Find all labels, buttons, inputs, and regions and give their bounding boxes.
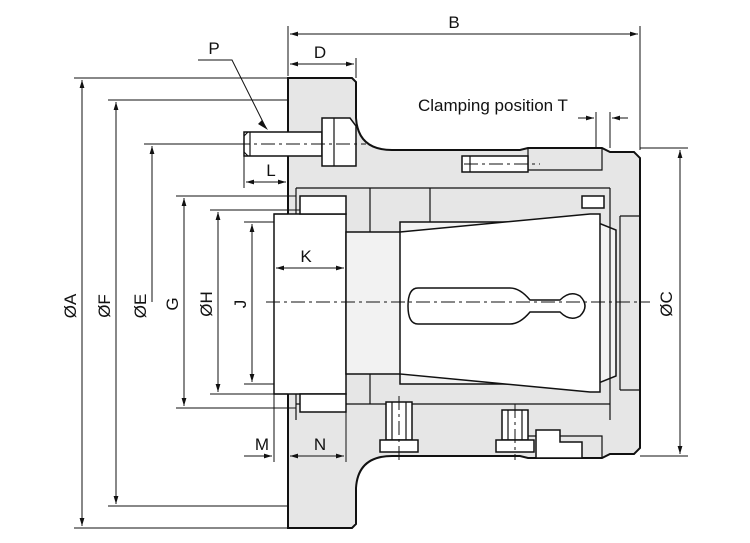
dimension-t: Clamping position T — [418, 96, 628, 148]
label-l: L — [266, 161, 275, 180]
label-n: N — [314, 435, 326, 454]
label-h: ØH — [197, 291, 216, 317]
label-p: P — [208, 39, 219, 58]
dimension-j: J — [231, 221, 274, 385]
dimension-h: ØH — [197, 209, 300, 395]
label-j: J — [231, 300, 250, 309]
dimension-b: B — [287, 13, 641, 150]
label-e: ØE — [131, 294, 150, 319]
dimension-g: G — [163, 195, 296, 409]
label-d: D — [314, 43, 326, 62]
chuck-body — [273, 77, 641, 529]
dimension-c: ØC — [640, 147, 688, 457]
dimension-f: ØF — [95, 99, 288, 507]
dimension-l: L — [243, 156, 289, 188]
dimension-n: N — [298, 412, 347, 462]
bottom-screws — [379, 401, 535, 453]
label-g: G — [163, 297, 182, 310]
label-t: Clamping position T — [418, 96, 568, 115]
label-k: K — [300, 247, 312, 266]
dimension-k: K — [276, 247, 344, 271]
dimension-e: ØE — [131, 143, 236, 319]
label-m: M — [255, 435, 269, 454]
label-c: ØC — [657, 291, 676, 317]
dimension-m: M — [244, 394, 318, 462]
label-f: ØF — [95, 294, 114, 318]
label-a: ØA — [61, 293, 80, 318]
leader-p: P — [198, 39, 268, 130]
dimension-d: D — [290, 43, 357, 78]
dimension-a: ØA — [61, 77, 288, 529]
label-b: B — [448, 13, 459, 32]
